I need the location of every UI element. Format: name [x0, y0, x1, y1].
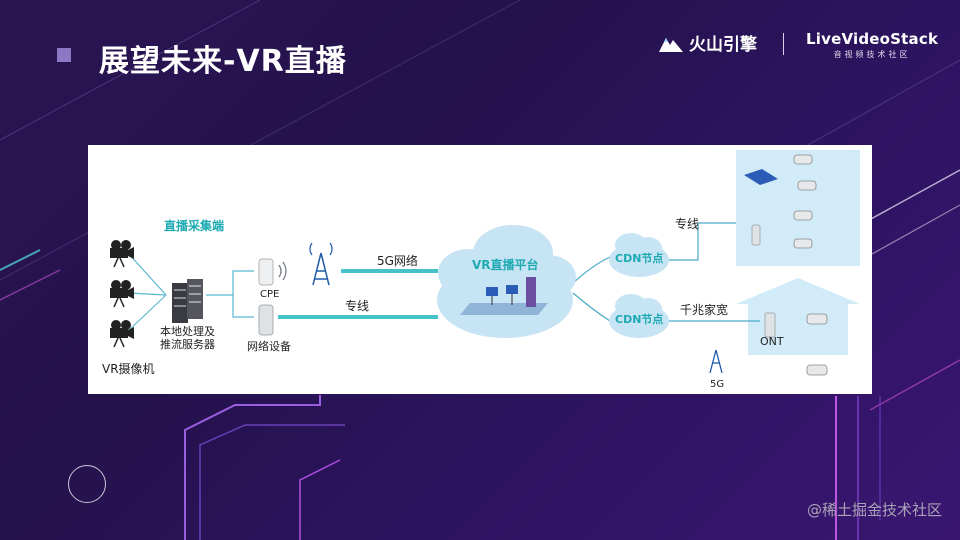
vr-live-platform-cloud [437, 225, 576, 338]
vr-platform-label: VR直播平台 [472, 257, 539, 272]
vr-live-architecture-diagram: 直播采集端 本地处理及 推流服务器 VR摄像机 CPE 网络设备 5G网络 专线… [88, 145, 872, 394]
router-icon [744, 169, 778, 185]
livevideostack-subtitle: 音视频技术社区 [833, 50, 911, 59]
gigabit-broadband-label: 千兆家宽 [680, 302, 728, 317]
cpe-label: CPE [260, 289, 279, 300]
decorative-circle [68, 465, 106, 503]
network-device-icon [258, 304, 274, 336]
5g-network-label: 5G网络 [377, 253, 418, 268]
5g-label: 5G [710, 379, 724, 390]
vr-camera-label: VR摄像机 [102, 361, 155, 376]
cdn-node-label-1: CDN节点 [615, 251, 663, 265]
title-bullet [57, 48, 71, 62]
cdn-node-cloud [609, 233, 669, 277]
volcano-engine-logo: 火山引擎 [659, 30, 757, 55]
viewer-group-panel [736, 150, 860, 266]
5g-tower-icon [709, 349, 723, 374]
vr-headset-icon [793, 154, 828, 376]
server-rack-icon [172, 279, 203, 323]
server-label-line1: 本地处理及 [160, 324, 215, 338]
ont-label: ONT [760, 335, 784, 348]
cell-tower-icon [309, 242, 333, 286]
volcano-engine-text: 火山引擎 [689, 35, 757, 55]
network-device-label: 网络设备 [247, 339, 291, 353]
vr-camera-icon [110, 280, 134, 308]
server-label-line2: 推流服务器 [160, 337, 215, 351]
house-shape [736, 278, 860, 355]
capture-side-label: 直播采集端 [164, 218, 224, 233]
cdn-node-cloud [609, 294, 669, 338]
logo-divider [783, 33, 784, 55]
dedicated-line-label: 专线 [345, 298, 369, 313]
page-title: 展望未来-VR直播 [99, 44, 347, 79]
vr-camera-icon [110, 240, 134, 268]
livevideostack-text: LiveVideoStack [806, 30, 939, 48]
cdn-node-label-2: CDN节点 [615, 312, 663, 326]
vr-camera-icon [110, 320, 134, 348]
livevideostack-logo: LiveVideoStack 音视频技术社区 [806, 30, 938, 60]
watermark: @稀土掘金技术社区 [806, 501, 942, 519]
right-dedicated-line-label: 专线 [675, 216, 699, 231]
ont-device-icon [751, 224, 776, 338]
cpe-device-icon [258, 258, 287, 286]
volcano-mountain-icon [659, 37, 683, 52]
